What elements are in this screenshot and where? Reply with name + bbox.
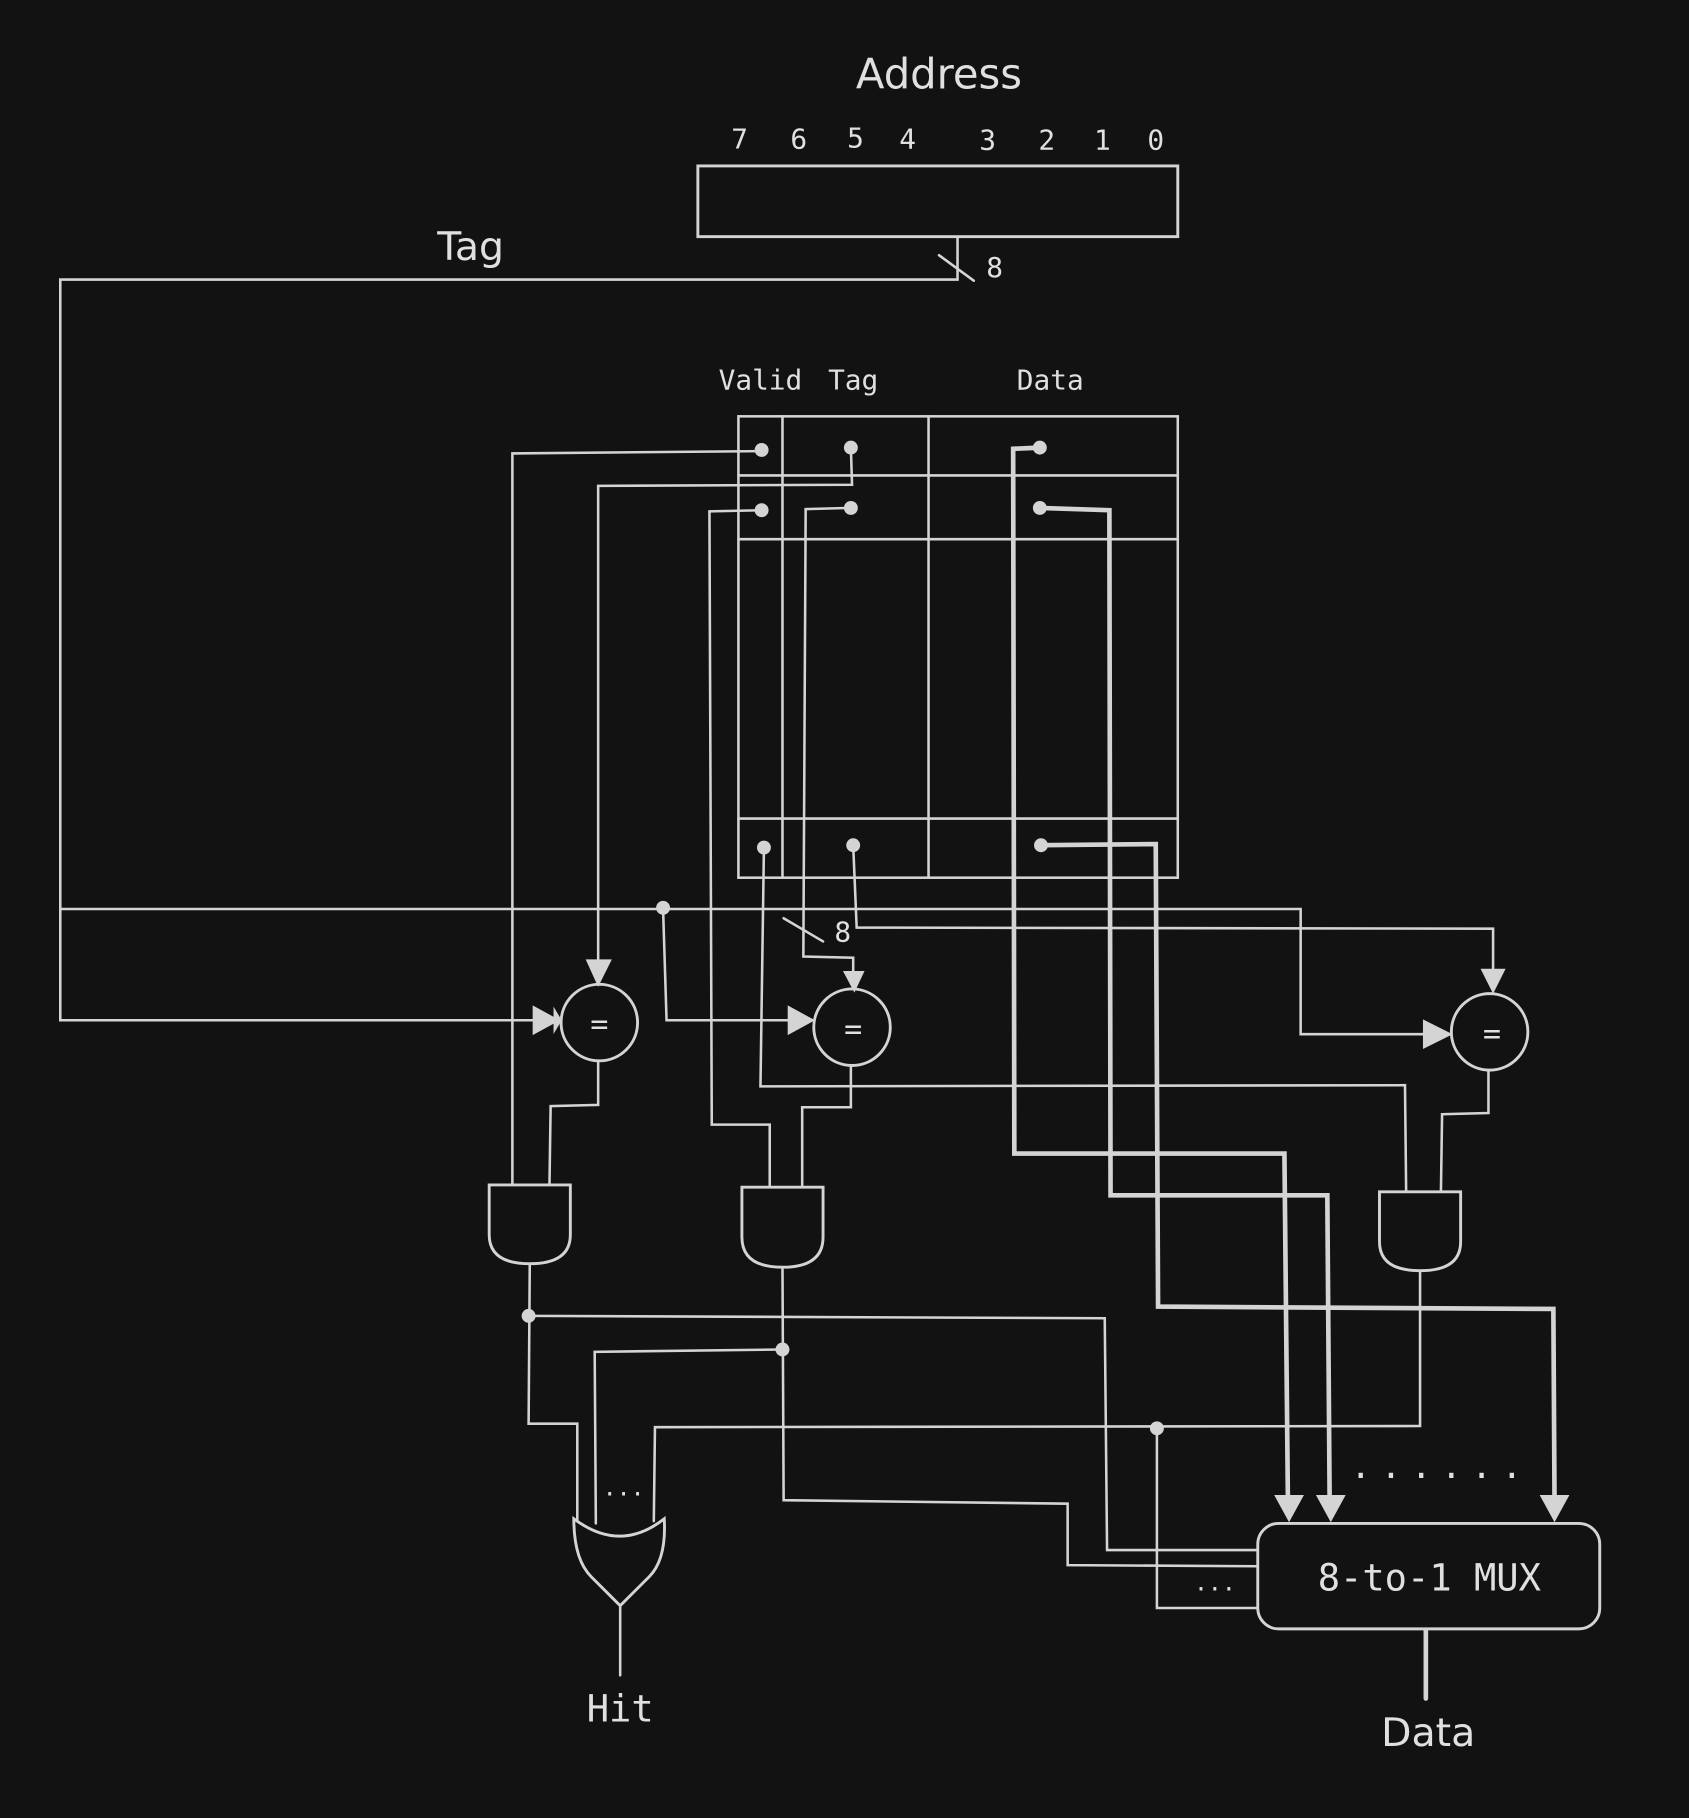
and-output-wire	[527, 1314, 1260, 1552]
mux-label: 8-to-1 MUX	[1318, 1557, 1541, 1600]
column-tag-label: Tag	[828, 364, 878, 397]
or-gate	[572, 1515, 666, 1608]
bit-label: 5	[847, 121, 864, 154]
arrow-icon	[1480, 968, 1506, 994]
mux	[1256, 1521, 1602, 1631]
bus-slash-icon	[782, 916, 825, 943]
compare-output-wire	[1439, 1068, 1490, 1194]
arrow-icon	[1422, 1019, 1453, 1050]
data-wire	[1037, 505, 1332, 1504]
and-output-wire	[1155, 1427, 1260, 1610]
junction-dot	[521, 1308, 536, 1323]
arrow-icon	[1315, 1494, 1346, 1523]
arrow-icon	[787, 1005, 815, 1036]
tag-bus-wire	[59, 235, 959, 1022]
cache-table	[737, 415, 1180, 879]
data-wire	[1010, 445, 1291, 1504]
bit-label: 6	[790, 123, 807, 156]
column-data-label: Data	[1017, 364, 1084, 397]
bus-width-label: 8	[834, 915, 851, 948]
address-bit-labels: 7 6 5 4 3 2 1 0	[731, 121, 1164, 156]
compare-output-wire	[800, 1064, 853, 1189]
bit-label: 1	[1094, 124, 1111, 157]
tag-wire	[596, 446, 854, 970]
arrow-icon	[842, 971, 865, 993]
and-output-wire	[652, 1269, 1422, 1523]
mux-inputs-ellipsis: ......	[1350, 1447, 1531, 1487]
compare-output-wire	[548, 1059, 600, 1187]
address-title: Address	[856, 49, 1022, 98]
and-output-wire	[593, 1348, 784, 1525]
arrow-icon	[532, 1005, 560, 1036]
and-gate	[487, 1183, 572, 1266]
equals-icon: =	[590, 1007, 608, 1042]
junction-dot	[656, 900, 671, 915]
tag-wire	[802, 506, 855, 976]
valid-wire	[708, 508, 772, 1189]
bit-label: 0	[1147, 124, 1164, 157]
comparator: =	[812, 987, 892, 1067]
tag-bus-branch-wire	[59, 907, 1439, 1036]
column-valid-label: Valid	[719, 364, 803, 397]
and-output-wire	[527, 1262, 579, 1523]
bit-label: 2	[1038, 124, 1055, 157]
or-inputs-ellipsis: ...	[603, 1475, 645, 1502]
bit-label: 7	[731, 123, 748, 156]
and-output-wire	[781, 1265, 1260, 1568]
arrow-icon	[1274, 1494, 1304, 1523]
bit-label: 3	[979, 124, 996, 157]
and-gate	[740, 1185, 825, 1269]
arrow-icon	[1539, 1494, 1570, 1523]
comparator: =	[1449, 992, 1530, 1072]
comparator: =	[559, 982, 640, 1063]
valid-wire	[511, 449, 763, 1187]
tag-wire	[851, 843, 1495, 976]
bit-label: 4	[899, 123, 916, 156]
junction-dot	[1149, 1421, 1164, 1436]
valid-wire	[759, 846, 1408, 1194]
data-wire	[1038, 841, 1557, 1504]
equals-icon: =	[1483, 1016, 1501, 1051]
address-register	[696, 164, 1180, 239]
mux-select-ellipsis: ...	[1194, 1570, 1236, 1597]
and-gate	[1378, 1190, 1463, 1273]
arrow-icon	[585, 959, 612, 987]
bus-slash-icon	[937, 253, 976, 282]
data-output-label: Data	[1381, 1710, 1475, 1756]
tag-bus-branch-wire	[661, 907, 802, 1022]
tag-label: Tag	[436, 224, 504, 270]
equals-icon: =	[844, 1012, 862, 1047]
hit-label: Hit	[587, 1688, 654, 1731]
bus-width-label: 8	[986, 251, 1003, 284]
junction-dot	[775, 1342, 790, 1357]
